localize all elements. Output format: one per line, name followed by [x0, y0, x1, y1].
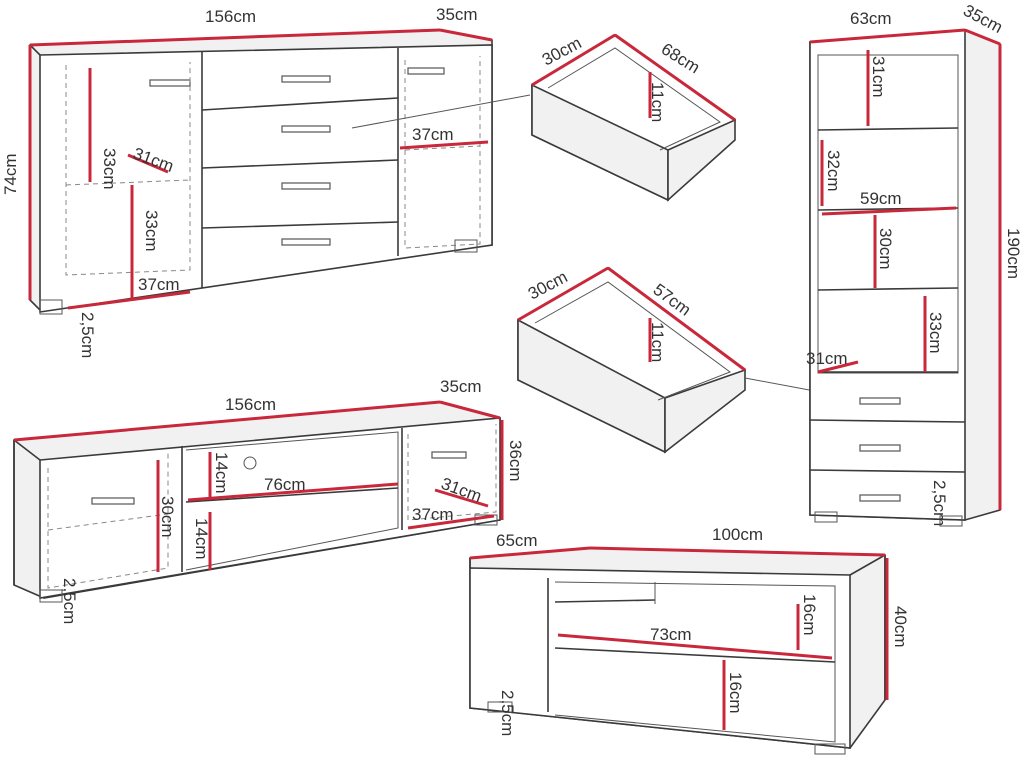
- coffee-table-inner-width-label: 73cm: [650, 625, 692, 644]
- bookcase-legs-label: 2,5cm: [930, 480, 949, 526]
- bookcase-height-label: 190cm: [1004, 228, 1023, 279]
- sideboard-inner-width-left-label: 37cm: [138, 275, 180, 294]
- drawer-small-height-label: 11cm: [648, 322, 667, 362]
- drawer-large-height-label: 11cm: [648, 82, 667, 122]
- bookcase-labels: 63cm 35cm 190cm 31cm 32cm 59cm 30cm 33cm…: [806, 1, 1023, 527]
- tv-stand-inner-width-label: 76cm: [264, 475, 306, 494]
- coffee-table-legs-label: 2,5cm: [498, 690, 517, 736]
- sideboard-shelf-upper-label: 33cm: [100, 148, 119, 190]
- sideboard-inner-width-right-label: 37cm: [412, 125, 454, 144]
- tv-stand-width-label: 156cm: [225, 395, 276, 414]
- sideboard-height-label: 74cm: [1, 153, 20, 195]
- coffee-table-shelf-lower-label: 16cm: [726, 672, 745, 714]
- drawer-large-drawing: [531, 33, 737, 202]
- coffee-table-shelf-upper-label: 16cm: [800, 594, 819, 636]
- drawer-small-drawing: [517, 266, 821, 454]
- tv-stand-drawing: [13, 400, 504, 603]
- coffee-table-depth-label: 65cm: [496, 531, 538, 550]
- bookcase-shelf4-label: 33cm: [926, 312, 945, 354]
- tv-stand-shelf-bottom-label: 14cm: [192, 518, 211, 560]
- bookcase-inner-depth-label: 31cm: [806, 349, 848, 368]
- bookcase-shelf2-label: 32cm: [824, 150, 843, 192]
- bookcase-inner-width-label: 59cm: [860, 189, 902, 208]
- sideboard-width-label: 156cm: [205, 7, 256, 26]
- coffee-table-height-label: 40cm: [891, 606, 910, 648]
- tv-stand-height-label: 36cm: [506, 440, 525, 482]
- coffee-table-drawing: [469, 546, 889, 755]
- sideboard-legs-label: 2,5cm: [78, 312, 97, 358]
- tv-stand-depth-label: 35cm: [440, 377, 482, 396]
- bookcase-shelf1-label: 31cm: [869, 56, 888, 98]
- bookcase-width-label: 63cm: [850, 9, 892, 28]
- tv-stand-legs-label: 2,5cm: [60, 578, 79, 624]
- coffee-table-labels: 65cm 100cm 40cm 16cm 73cm 16cm 2,5cm: [496, 525, 910, 736]
- sideboard-depth-label: 35cm: [436, 5, 478, 24]
- sideboard-shelf-lower-label: 33cm: [142, 210, 161, 252]
- tv-stand-labels: 156cm 35cm 36cm 14cm 76cm 30cm 14cm 31cm…: [60, 377, 525, 624]
- bookcase-drawing: [809, 28, 1002, 527]
- tv-stand-left-height-label: 30cm: [158, 496, 177, 538]
- bookcase-shelf3-label: 30cm: [876, 228, 895, 270]
- tv-stand-right-width-label: 37cm: [412, 505, 454, 524]
- sideboard-drawing: [28, 28, 531, 315]
- tv-stand-shelf-top-label: 14cm: [212, 452, 231, 494]
- coffee-table-width-label: 100cm: [712, 525, 763, 544]
